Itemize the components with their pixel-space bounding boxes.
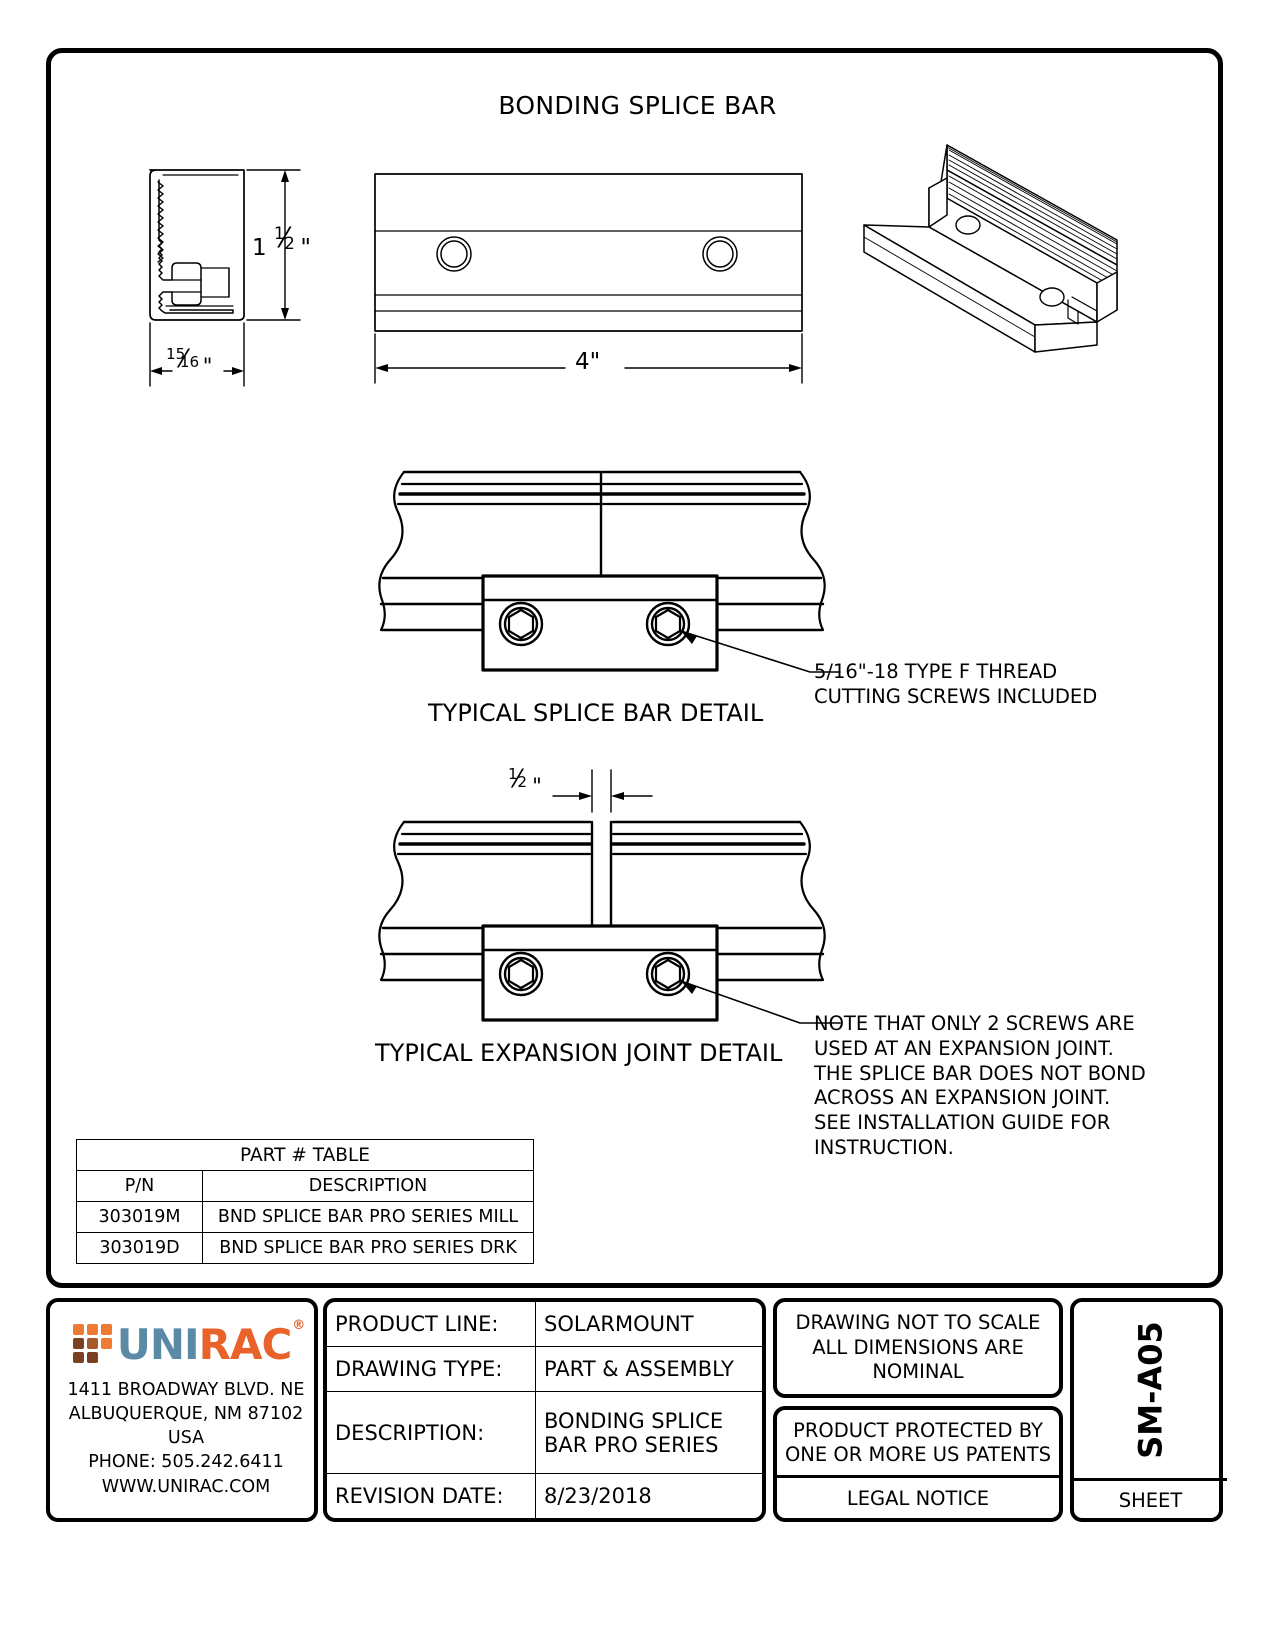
dimension-length-label: 4" <box>575 349 601 375</box>
company-logo-cell: UNIRAC® 1411 BROADWAY BLVD. NE ALBUQUERQ… <box>46 1298 318 1522</box>
part-table-title: PART # TABLE <box>76 1139 534 1171</box>
dim-height-fraction: 1⁄2 <box>273 223 295 255</box>
field-label-product-line: PRODUCT LINE: <box>327 1302 536 1347</box>
patent-note-cell: PRODUCT PROTECTED BY ONE OR MORE US PATE… <box>773 1406 1063 1522</box>
dim-width-unit: " <box>202 354 213 378</box>
callout-thread-cutting-screws: 5/16"-18 TYPE F THREAD CUTTING SCREWS IN… <box>814 660 1098 708</box>
table-row: 303019M BND SPLICE BAR PRO SERIES MILL <box>76 1201 534 1233</box>
logo-text-uni: UNI <box>116 1320 200 1369</box>
registered-trademark-icon: ® <box>292 1318 305 1333</box>
column-header-description: DESCRIPTION <box>202 1170 534 1202</box>
field-label-drawing-type: DRAWING TYPE: <box>327 1346 536 1392</box>
unirac-logo: UNIRAC® <box>50 1318 314 1369</box>
company-address: 1411 BROADWAY BLVD. NE ALBUQUERQUE, NM 8… <box>67 1380 305 1497</box>
label-typical-splice-bar-detail: TYPICAL SPLICE BAR DETAIL <box>428 699 764 727</box>
dim-gap-fraction: 1⁄2 <box>508 764 527 794</box>
dimension-height-label: 1 1⁄2" <box>252 223 311 262</box>
part-number-cell: 303019D <box>76 1232 203 1264</box>
column-header-pn: P/N <box>76 1170 203 1202</box>
field-value-revision-date: 8/23/2018 <box>544 1484 652 1509</box>
dimension-gap-label: 1⁄2 " <box>508 764 542 799</box>
field-value-product-line: SOLARMOUNT <box>535 1302 762 1347</box>
logo-grid-icon <box>72 1323 113 1364</box>
dimension-width-label: 15⁄16" <box>166 344 213 379</box>
table-title-row: PART # TABLE <box>76 1139 534 1171</box>
sheet-number-cell: SM-A05 SHEET <box>1070 1298 1227 1522</box>
sheet-label: SHEET <box>1118 1488 1183 1512</box>
legal-notice-text: LEGAL NOTICE <box>846 1486 990 1510</box>
field-row-revision-date: REVISION DATE: 8/23/2018 <box>327 1473 762 1518</box>
page-title: BONDING SPLICE BAR <box>498 91 777 120</box>
dim-height-unit: " <box>300 235 311 261</box>
patent-note-text: PRODUCT PROTECTED BY ONE OR MORE US PATE… <box>777 1410 1059 1478</box>
scale-note-text: DRAWING NOT TO SCALE ALL DIMENSIONS ARE … <box>795 1310 1041 1384</box>
logo-wordmark: UNIRAC® <box>116 1318 306 1369</box>
field-row-description: DESCRIPTION: BONDING SPLICE BAR PRO SERI… <box>327 1391 762 1475</box>
dim-gap-unit: " <box>532 774 542 798</box>
title-block: UNIRAC® 1411 BROADWAY BLVD. NE ALBUQUERQ… <box>46 1298 1227 1522</box>
part-number-cell: 303019M <box>76 1201 203 1233</box>
dim-width-fraction: 15⁄16 <box>166 344 200 374</box>
sheet-code-rotated: SM-A05 <box>1074 1302 1227 1481</box>
table-header-row: P/N DESCRIPTION <box>76 1170 534 1202</box>
field-value-description: BONDING SPLICE BAR PRO SERIES <box>535 1391 762 1475</box>
field-row-product-line: PRODUCT LINE: SOLARMOUNT <box>327 1302 762 1347</box>
field-label-revision-date: REVISION DATE: <box>327 1473 536 1518</box>
field-row-drawing-type: DRAWING TYPE: PART & ASSEMBLY <box>327 1346 762 1392</box>
part-description-cell: BND SPLICE BAR PRO SERIES DRK <box>202 1232 534 1264</box>
scale-note-cell: DRAWING NOT TO SCALE ALL DIMENSIONS ARE … <box>773 1298 1063 1398</box>
part-number-table: PART # TABLE P/N DESCRIPTION 303019M BND… <box>76 1139 534 1264</box>
callout-expansion-joint-note: NOTE THAT ONLY 2 SCREWS ARE USED AT AN E… <box>814 1012 1146 1159</box>
drawing-fields-cell: PRODUCT LINE: SOLARMOUNT DRAWING TYPE: P… <box>323 1298 766 1522</box>
dim-height-whole: 1 <box>252 235 267 261</box>
table-row: 303019D BND SPLICE BAR PRO SERIES DRK <box>76 1232 534 1264</box>
part-description-cell: BND SPLICE BAR PRO SERIES MILL <box>202 1201 534 1233</box>
field-value-drawing-type: PART & ASSEMBLY <box>535 1346 762 1392</box>
label-typical-expansion-joint-detail: TYPICAL EXPANSION JOINT DETAIL <box>375 1039 783 1067</box>
logo-text-rac: RAC <box>198 1320 293 1369</box>
field-label-description: DESCRIPTION: <box>327 1391 536 1475</box>
sheet-code-text: SM-A05 <box>1131 1321 1170 1459</box>
